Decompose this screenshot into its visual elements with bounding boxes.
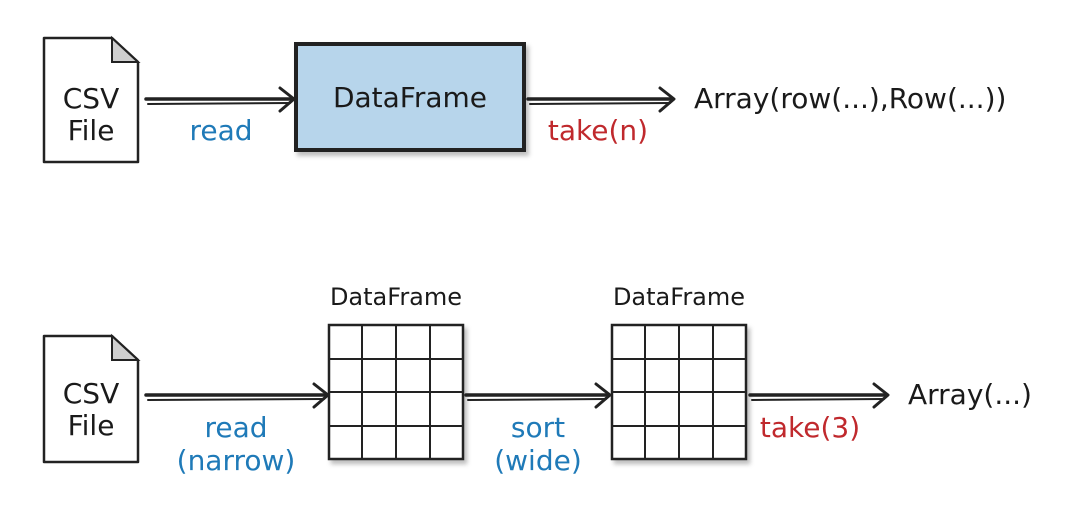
take-3-label: take(3) [760, 411, 860, 444]
csv-file-icon-top: CSV File [42, 35, 141, 164]
arrow-read-bottom [144, 382, 330, 409]
read-narrow-label-line1: read [204, 411, 267, 444]
arrow-sort [464, 382, 612, 409]
read-narrow-label-line2: (narrow) [177, 444, 296, 477]
sort-wide-label-line2: (wide) [494, 444, 582, 477]
csv-file-label-line1: CSV [63, 82, 119, 115]
csv-file-label-line2: File [68, 409, 115, 442]
arrow-take-bottom [748, 382, 890, 409]
take-label-top: take(n) [548, 114, 648, 147]
dataframe-grid-1-label: DataFrame [330, 283, 462, 311]
result-label-bottom: Array(...) [908, 378, 1032, 411]
csv-file-label-line1: CSV [63, 377, 119, 410]
result-label-top: Array(row(...),Row(...)) [694, 82, 1006, 115]
dataframe-box-top: DataFrame [294, 42, 526, 152]
read-label-top: read [189, 114, 252, 147]
arrow-take-top [526, 86, 676, 113]
dataframe-box-label: DataFrame [333, 81, 487, 114]
csv-file-icon-bottom: CSV File [42, 333, 141, 464]
dataframe-grid-2 [610, 323, 748, 461]
arrow-read-top [144, 86, 296, 113]
sort-wide-label-line1: sort [511, 411, 565, 444]
dataframe-grid-1 [327, 323, 465, 461]
dataframe-grid-2-label: DataFrame [613, 283, 745, 311]
csv-file-label-line2: File [68, 114, 115, 147]
